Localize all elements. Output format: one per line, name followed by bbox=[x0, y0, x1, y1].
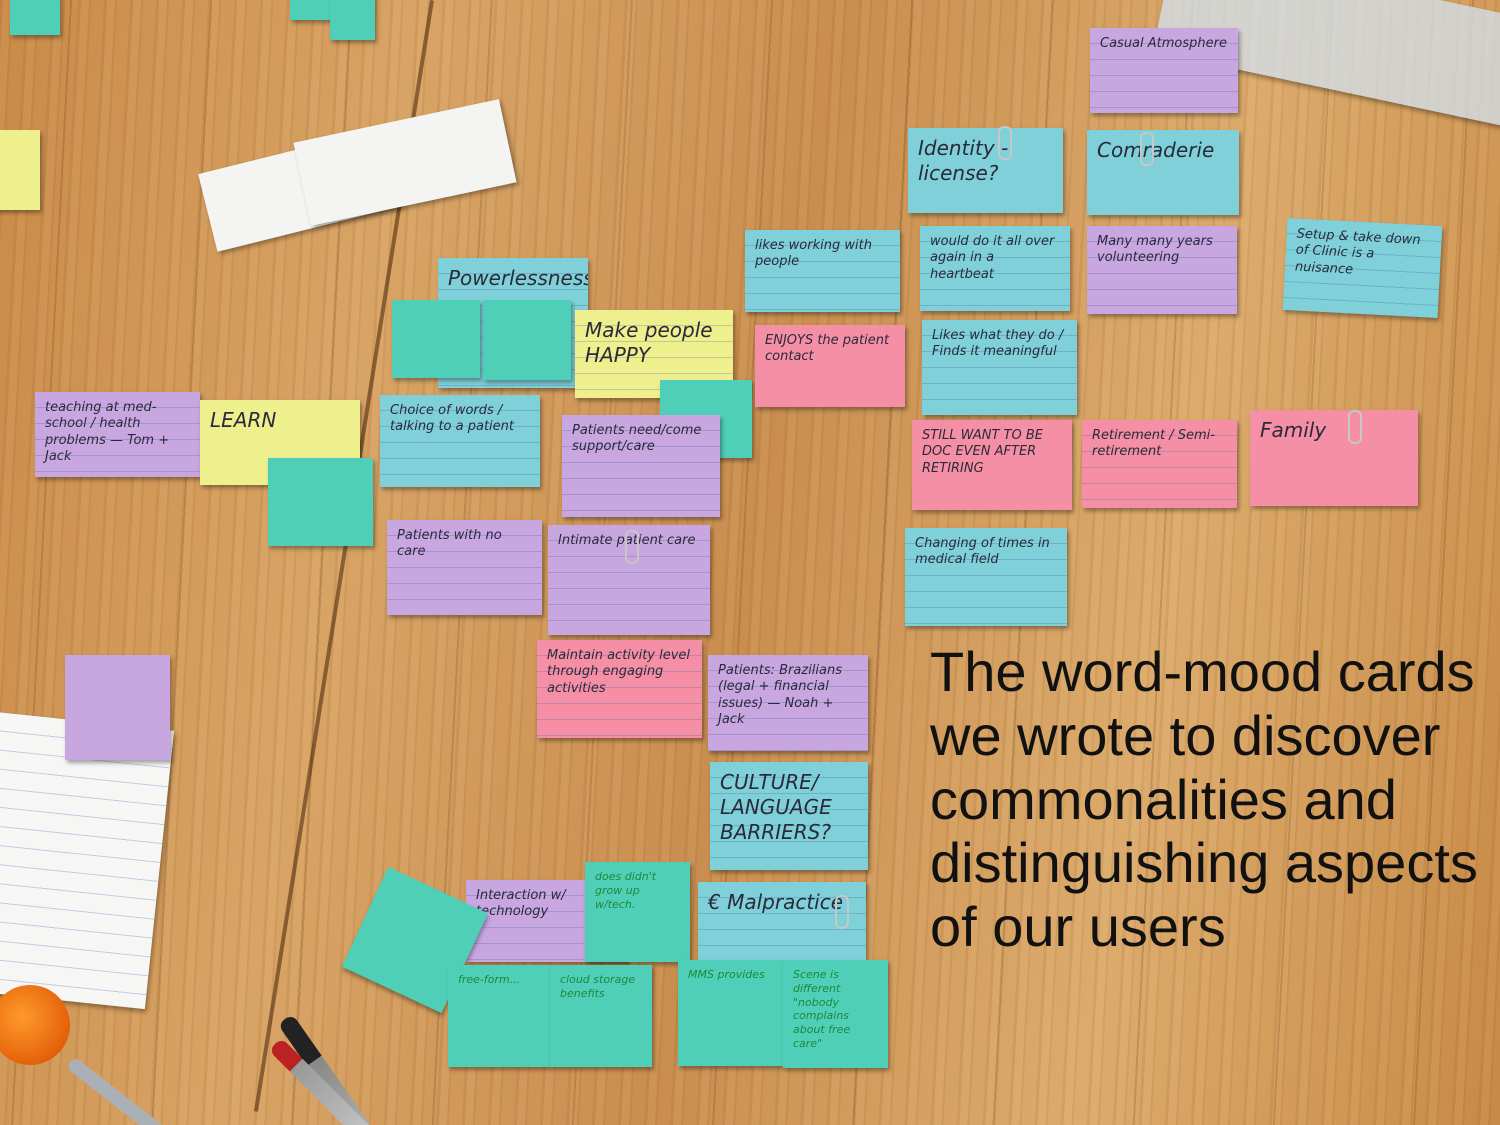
corner-teal-note-3 bbox=[330, 0, 375, 40]
note-mms-provides: MMS provides bbox=[678, 960, 783, 1066]
card-casual-atmosphere: Casual Atmosphere bbox=[1090, 28, 1238, 113]
paperclip bbox=[998, 126, 1012, 160]
card-enjoys-contact: ENJOYS the patient contact bbox=[755, 325, 905, 407]
card-maintain-activity: Maintain activity level through engaging… bbox=[537, 640, 702, 738]
card-patients-need: Patients need/come support/care bbox=[562, 415, 720, 517]
note-green-4 bbox=[268, 458, 373, 546]
card-would-do-it: would do it all over again in a heartbea… bbox=[920, 226, 1070, 311]
card-changing-times: Changing of times in medical field bbox=[905, 528, 1067, 626]
emoticon-note bbox=[65, 655, 170, 760]
note-does-didnt-grow: does didn't grow up w/tech. bbox=[585, 862, 690, 962]
card-likes-what-they-do: Likes what they do / Finds it meaningful bbox=[922, 320, 1077, 415]
corner-teal-note-2 bbox=[290, 0, 340, 20]
paperclip bbox=[1140, 132, 1154, 166]
caption-text: The word-mood cards we wrote to discover… bbox=[930, 640, 1478, 959]
card-identity: Identity -license? bbox=[908, 128, 1063, 213]
card-comraderie: Comraderie bbox=[1087, 130, 1239, 215]
paperclip bbox=[1348, 410, 1362, 444]
note-cloud-storage: cloud storage benefits bbox=[550, 965, 652, 1067]
card-teaching: teaching at med-school / health problems… bbox=[35, 392, 200, 477]
card-choice-of-words: Choice of words / talking to a patient bbox=[380, 395, 540, 487]
card-culture-language: CULTURE/ LANGUAGE BARRIERS? bbox=[710, 762, 868, 870]
card-patients-brazilians: Patients: Brazilians (legal + financial … bbox=[708, 655, 868, 751]
note-green-2 bbox=[483, 300, 571, 380]
corner-teal-note bbox=[10, 0, 60, 35]
corner-yellow-note bbox=[0, 130, 40, 210]
card-likes-working: likes working with people bbox=[745, 230, 900, 312]
paperclip bbox=[625, 530, 639, 564]
note-free-form: free-form... bbox=[448, 965, 550, 1067]
scissors bbox=[65, 1056, 177, 1125]
paperclip bbox=[835, 895, 849, 929]
card-still-want: STILL WANT TO BE DOC EVEN AFTER RETIRING bbox=[912, 420, 1072, 510]
note-green-1 bbox=[392, 300, 480, 378]
card-setup-takedown: Setup & take down of Clinic is a nuisanc… bbox=[1282, 218, 1443, 318]
orange-fruit bbox=[0, 985, 70, 1065]
white-cards-stack-2 bbox=[293, 99, 517, 226]
note-scene-different: Scene is different "nobody complains abo… bbox=[783, 960, 888, 1068]
card-patients-no-care: Patients with no care bbox=[387, 520, 542, 615]
card-many-years: Many many years volunteering bbox=[1087, 226, 1237, 314]
card-family: Family bbox=[1250, 410, 1418, 506]
card-retirement: Retirement / Semi-retirement bbox=[1082, 420, 1237, 508]
